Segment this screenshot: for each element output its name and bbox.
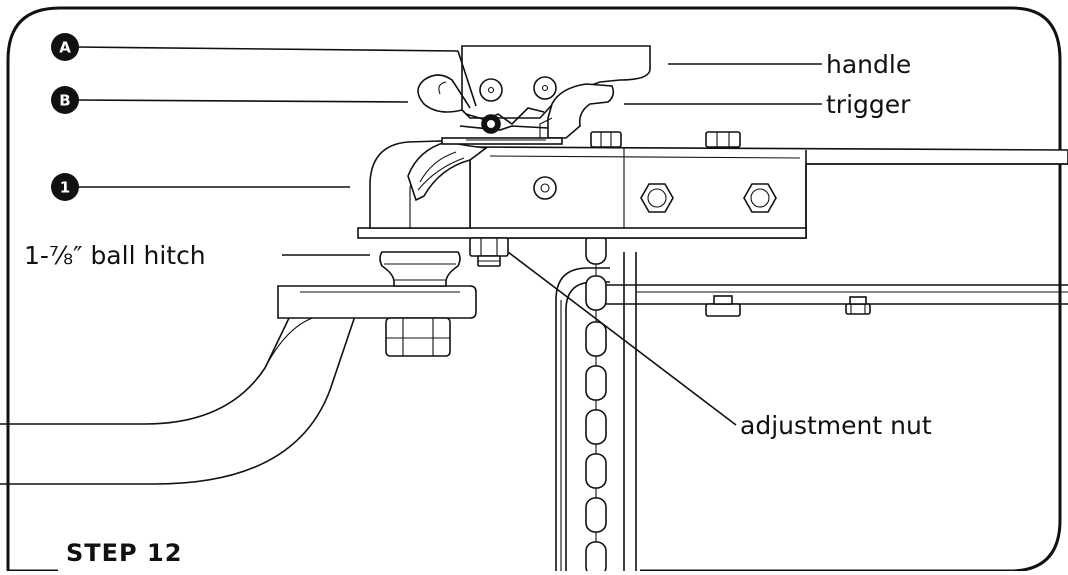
upright-bracket: [555, 252, 1068, 571]
leader-lines: [75, 46, 822, 426]
badge-b: B: [51, 86, 79, 114]
badge-a-text: A: [59, 39, 71, 57]
badge-b-circle: [51, 86, 79, 114]
step-title: STEP 12: [66, 539, 182, 567]
badge-1-circle: [51, 173, 79, 201]
leader-b: [75, 99, 409, 103]
label-adjustment-nut: adjustment nut: [740, 411, 932, 440]
ball-mount-bar: [0, 285, 477, 485]
leader-a-end: [457, 50, 477, 107]
adjustment-nut: [469, 237, 509, 267]
label-trigger: trigger: [826, 90, 911, 119]
badge-a: A: [51, 33, 79, 61]
latch-mechanism: [417, 45, 651, 145]
leader-adjustment-nut: [507, 251, 737, 426]
badge-1: 1: [51, 173, 79, 201]
badge-b-text: B: [59, 92, 70, 110]
leader-a: [75, 46, 459, 52]
badge-a-circle: [51, 33, 79, 61]
label-handle: handle: [826, 50, 911, 79]
ball-hitch-ball: [379, 251, 461, 287]
badge-1-text: 1: [60, 179, 70, 197]
safety-chain: [585, 231, 607, 575]
label-ball-hitch: 1-⅞″ ball hitch: [24, 241, 206, 270]
frame-border: [6, 6, 1062, 573]
coupler-body: [357, 131, 1068, 239]
